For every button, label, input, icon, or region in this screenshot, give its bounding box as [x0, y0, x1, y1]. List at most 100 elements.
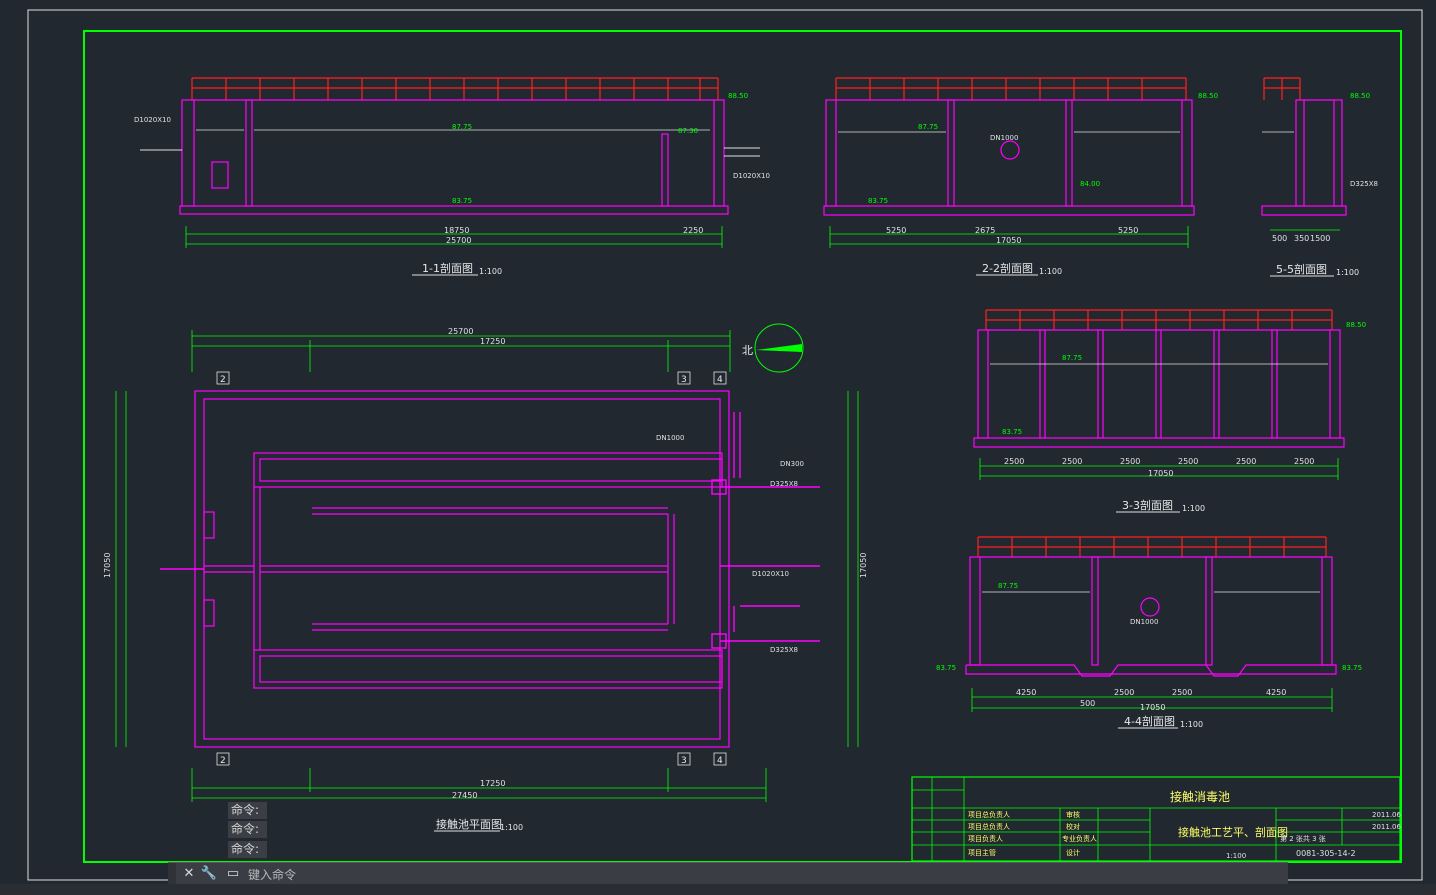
plan-dim-top-total: 25700 [448, 327, 473, 336]
dim-5-5-c: 1500 [1310, 234, 1330, 243]
title-3-3: 3-3剖面图 [1122, 498, 1173, 512]
dim-3-3-seg3: 2500 [1120, 457, 1140, 466]
tb-role-5: 校对 [1066, 822, 1080, 831]
dim-1-1-right: 2250 [683, 226, 703, 235]
pipe-2-2: DN1000 [990, 134, 1018, 142]
section-3-3: 87.75 83.75 88.50 2500 2500 2500 2500 25… [973, 309, 1366, 513]
pipe-4-4: DN1000 [1130, 618, 1158, 626]
command-history-line: 命令: [228, 802, 267, 819]
dim-2-2-total: 17050 [996, 236, 1021, 245]
level-2-2-bottom: 83.75 [868, 197, 888, 205]
command-history-line: 命令: [228, 821, 267, 838]
dim-2-2-c: 5250 [1118, 226, 1138, 235]
level-1-1-bottom: 83.75 [452, 197, 472, 205]
tb-date1: 2011.06 [1372, 811, 1401, 819]
command-history-line: 命令: [228, 841, 267, 858]
command-line: ✕ 🔧 ▭ [168, 862, 1288, 886]
tb-role-1: 项目总负责人 [968, 822, 1010, 831]
scale-3-3: 1:100 [1182, 504, 1205, 513]
railing-4-4 [977, 536, 1327, 557]
tb-role-6: 专业负责人 [1062, 834, 1097, 843]
scale-4-4: 1:100 [1180, 720, 1203, 729]
dim-3-3-seg1: 2500 [1004, 457, 1024, 466]
section-1-1: 87.75 83.75 87.30 88.50 D1020X10 D1020X1… [134, 77, 770, 276]
plan-grid-axes: 2 3 4 2 3 4 [216, 371, 727, 766]
scale-2-2: 1:100 [1039, 267, 1062, 276]
dims-1-1 [185, 226, 723, 248]
plan-view: 25700 17250 17250 27450 17050 17050 2 3 [103, 327, 868, 832]
title-5-5: 5-5剖面图 [1276, 262, 1327, 276]
dim-4-4-a2: 4250 [1266, 688, 1286, 697]
scale-1-1: 1:100 [479, 267, 502, 276]
plan-walls [194, 390, 730, 748]
title-2-2: 2-2剖面图 [982, 261, 1033, 275]
level-4-4-right: 83.75 [1342, 664, 1362, 672]
level-4-4-water: 87.75 [998, 582, 1018, 590]
tb-role-7: 设计 [1066, 848, 1080, 857]
level-1-1-water: 87.75 [452, 123, 472, 131]
tb-role-0: 项目总负责人 [968, 810, 1010, 819]
plan-pipe-label-5: D325X8 [770, 646, 798, 654]
level-1-1-weir: 87.30 [678, 127, 698, 135]
dim-3-3-seg4: 2500 [1178, 457, 1198, 466]
scale-5-5: 1:100 [1336, 268, 1359, 277]
tb-scale: 1:100 [1226, 852, 1246, 860]
plan-pipe-label-4: D1020X10 [752, 570, 789, 578]
walls-3-3 [973, 329, 1345, 448]
level-2-2-sill: 84.00 [1080, 180, 1100, 188]
command-prompt-icon[interactable]: ▭ [226, 866, 240, 881]
tb-project: 接触消毒池 [1170, 789, 1230, 804]
title-4-4: 4-4剖面图 [1124, 714, 1175, 728]
axis-4-top: 4 [717, 375, 723, 385]
tb-role-3: 项目主管 [968, 848, 996, 857]
pipe-1-1-inlet: D1020X10 [134, 116, 171, 124]
plan-dims-side [115, 391, 859, 747]
pipe-1-1-outlet: D1020X10 [733, 172, 770, 180]
north-label: 北 [742, 344, 753, 357]
level-3-3-water: 87.75 [1062, 354, 1082, 362]
dim-3-3-total: 17050 [1148, 469, 1173, 478]
north-arrow: 北 [742, 323, 804, 373]
plan-dims-bottom [191, 768, 767, 802]
dims-4-4 [971, 688, 1333, 712]
tb-sheet: 第 2 张共 3 张 [1280, 834, 1326, 843]
tb-date2: 2011.06 [1372, 823, 1401, 831]
axis-3-bottom: 3 [681, 756, 687, 766]
level-3-3-top: 88.50 [1346, 321, 1366, 329]
dim-2-2-a: 5250 [886, 226, 906, 235]
level-5-5-top: 88.50 [1350, 92, 1370, 100]
railing-3-3 [985, 309, 1333, 330]
plan-dim-bottom-total: 27450 [452, 791, 477, 800]
dim-4-4-a: 4250 [1016, 688, 1036, 697]
plan-pipes [160, 412, 820, 649]
tb-role-2: 项目负责人 [968, 834, 1003, 843]
command-line-grip[interactable] [168, 863, 176, 885]
dims-2-2 [829, 226, 1189, 248]
railing-1-1 [191, 77, 719, 100]
dim-3-3-seg5: 2500 [1236, 457, 1256, 466]
dim-3-3-seg2: 2500 [1062, 457, 1082, 466]
dim-4-4-c2: 2500 [1172, 688, 1192, 697]
tb-number: 0081-305-14-2 [1296, 849, 1356, 858]
wrench-icon[interactable]: 🔧 [200, 866, 218, 881]
scale-plan: 1:100 [500, 823, 523, 832]
railing-2-2 [835, 77, 1187, 100]
dim-5-5-b: 350 [1294, 234, 1309, 243]
dim-4-4-total: 17050 [1140, 703, 1165, 712]
plan-dim-bottom-mid: 17250 [480, 779, 505, 788]
command-input[interactable] [246, 864, 1280, 886]
sheet-outer-border [27, 9, 1423, 881]
walls-5-5 [1261, 99, 1347, 216]
section-4-4: DN1000 87.75 83.75 83.75 4250 2500 2500 … [936, 536, 1362, 729]
dims-3-3 [979, 458, 1339, 480]
level-4-4-left: 83.75 [936, 664, 956, 672]
level-1-1-top: 88.50 [728, 92, 748, 100]
pipe-5-5: D325X8 [1350, 180, 1378, 188]
dim-1-1-mid: 18750 [444, 226, 469, 235]
close-icon[interactable]: ✕ [183, 866, 195, 881]
axis-2-top: 2 [220, 375, 226, 385]
plan-pipe-label-2: DN300 [780, 460, 804, 468]
tb-role-4: 审核 [1066, 810, 1080, 819]
plan-pipe-label-3: D325X8 [770, 480, 798, 488]
